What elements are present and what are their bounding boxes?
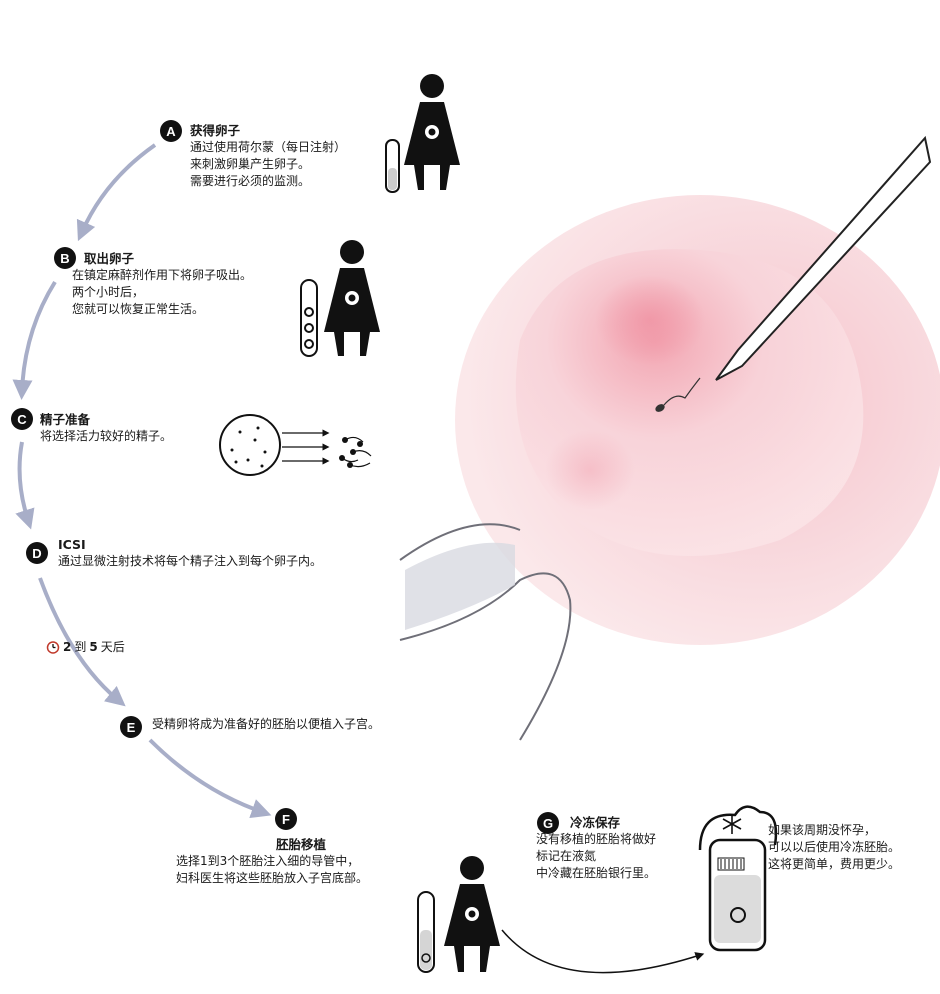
step-e-text: 受精卵将成为准备好的胚胎以便植入子宫。 — [152, 716, 380, 733]
snowflake-icon — [722, 814, 742, 834]
step-badge-c: C — [11, 408, 33, 430]
step-line: 两个小时后， — [72, 285, 145, 299]
step-line: 您就可以恢复正常生活。 — [72, 302, 205, 316]
step-title: 获得卵子 — [190, 123, 241, 138]
step-line: 需要进行必须的监测。 — [190, 174, 311, 188]
woman-figure-icon — [444, 856, 500, 972]
delay-mid: 到 — [74, 640, 87, 654]
transfer-arrow — [501, 929, 705, 974]
step-c-text: 精子准备 将选择活力较好的精子。 — [40, 411, 172, 445]
step-title: 胚胎移植 — [276, 837, 327, 852]
sperm-sample-icon — [219, 414, 372, 476]
step-line: 受精卵将成为准备好的胚胎以便植入子宫。 — [152, 717, 381, 731]
step-line: 妇科医生将这些胚胎放入子宫底部。 — [176, 871, 369, 885]
step-line: 将选择活力较好的精子。 — [40, 429, 173, 443]
delay-note: 2 到 5 天后 — [46, 638, 125, 655]
sperm-icon — [655, 377, 701, 412]
test-tube-eggs-icon — [300, 279, 318, 357]
woman-figure-icon — [324, 240, 380, 356]
step-line: 在镇定麻醉剂作用下将卵子吸出。 — [72, 268, 253, 282]
step-line: 标记在液氮 — [536, 849, 597, 863]
woman-figure-icon — [404, 74, 460, 190]
timer-icon — [46, 640, 60, 654]
frozen-embryo-note: 如果该周期没怀孕， 可以以后使用冷冻胚胎。 这将更简单，费用更少。 — [768, 822, 900, 873]
holding-pipette — [399, 523, 572, 741]
cryo-container-icon — [698, 805, 778, 952]
step-line: 通过显微注射技术将每个精子注入到每个卵子内。 — [58, 554, 323, 568]
step-badge-d: D — [26, 542, 48, 564]
step-line: 通过使用荷尔蒙（每日注射） — [190, 140, 347, 154]
note-line: 如果该周期没怀孕， — [768, 823, 877, 837]
step-line: 没有移植的胚胎将做好 — [536, 832, 657, 846]
step-badge-a: A — [160, 120, 182, 142]
delay-unit: 天后 — [100, 640, 125, 654]
step-b-text: 取出卵子 在镇定麻醉剂作用下将卵子吸出。 两个小时后， 您就可以恢复正常生活。 — [72, 250, 252, 318]
step-badge-f: F — [275, 808, 297, 830]
step-g-text: 冷冻保存 没有移植的胚胎将做好 标记在液氮 中冷藏在胚胎银行里。 — [536, 814, 656, 882]
injection-needle — [715, 135, 932, 381]
note-line: 可以以后使用冷冻胚胎。 — [768, 840, 901, 854]
test-tube-embryo-icon — [417, 891, 435, 973]
step-badge-b: B — [54, 247, 76, 269]
step-d-text: ICSI 通过显微注射技术将每个精子注入到每个卵子内。 — [58, 536, 322, 570]
step-line: 中冷藏在胚胎银行里。 — [536, 866, 657, 880]
delay-to: 5 — [89, 639, 98, 654]
step-line: 来刺激卵巢产生卵子。 — [190, 157, 311, 171]
test-tube-icon — [385, 139, 400, 193]
step-title: 冷冻保存 — [570, 815, 621, 830]
step-line: 选择1到3个胚胎注入细的导管中， — [176, 854, 360, 868]
step-f-text: 胚胎移植 选择1到3个胚胎注入细的导管中， 妇科医生将这些胚胎放入子宫底部。 — [176, 836, 368, 887]
delay-from: 2 — [63, 639, 72, 654]
step-title: ICSI — [58, 537, 86, 552]
step-a-text: 获得卵子 通过使用荷尔蒙（每日注射） 来刺激卵巢产生卵子。 需要进行必须的监测。 — [190, 122, 346, 190]
step-badge-e: E — [120, 716, 142, 738]
step-title: 取出卵子 — [84, 251, 135, 266]
pathway-arrows — [12, 143, 272, 819]
step-title: 精子准备 — [40, 412, 91, 427]
note-line: 这将更简单，费用更少。 — [768, 857, 901, 871]
step-badge-g: G — [537, 812, 559, 834]
